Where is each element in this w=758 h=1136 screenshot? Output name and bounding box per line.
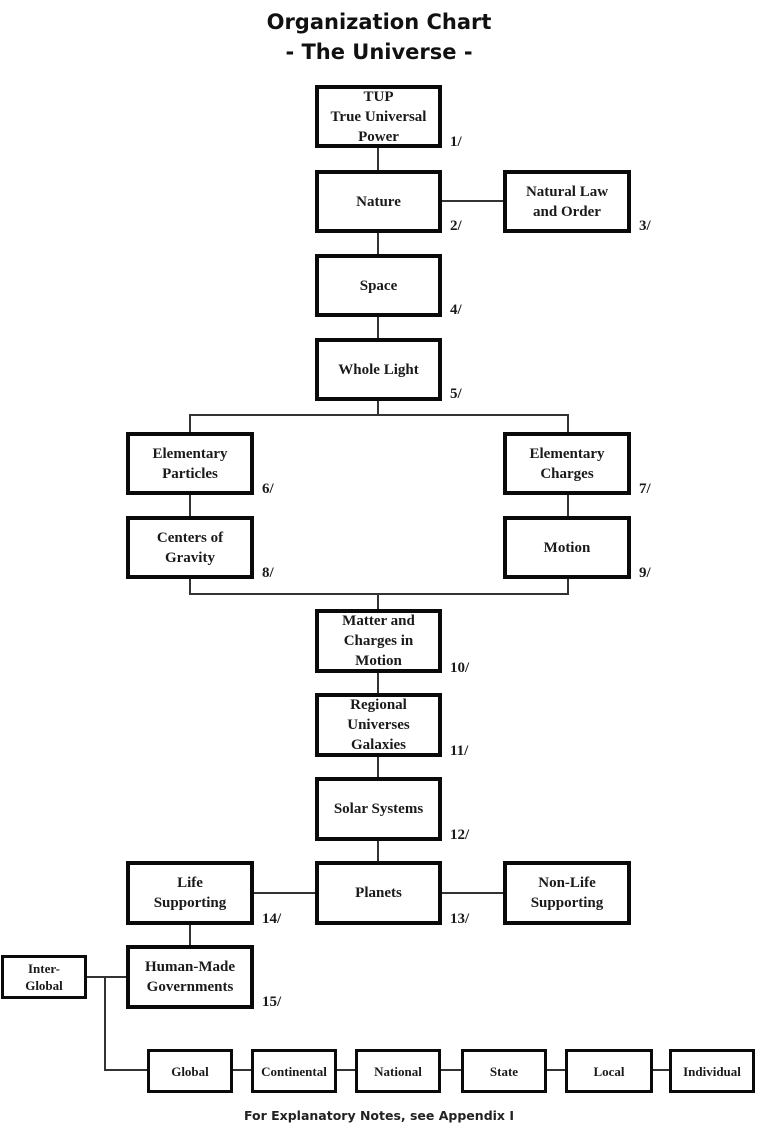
node-state: State [461,1049,547,1093]
connector-merge-down [377,593,379,609]
node-planets: Planets [315,861,442,925]
node-local: Local [565,1049,653,1093]
note-7: 7/ [639,481,651,497]
note-9: 9/ [639,565,651,581]
connector-to-global [104,1069,148,1071]
note-4: 4/ [450,302,462,318]
connector-continental-national [336,1069,356,1071]
connector-state-local [546,1069,566,1071]
node-natural-law: Natural Law and Order [503,170,631,233]
chart-title: Organization Chart [266,10,492,34]
node-human-made-governments: Human-Made Governments [126,945,254,1009]
note-6: 6/ [262,481,274,497]
connector-space-whole-light [377,316,379,339]
connector-nature-space [377,232,379,255]
note-8: 8/ [262,565,274,581]
node-global: Global [147,1049,233,1093]
note-11: 11/ [450,743,469,759]
node-centers-of-gravity: Centers of Gravity [126,516,254,579]
note-12: 12/ [450,827,470,843]
connector-tup-nature [377,147,379,171]
node-tup: TUP True Universal Power [315,85,442,148]
note-14: 14/ [262,911,282,927]
connector-interglobal-governments [86,976,127,978]
node-inter-global: Inter- Global [1,955,87,999]
connector-particles-gravity [189,494,191,517]
node-elementary-particles: Elementary Particles [126,432,254,495]
node-whole-light: Whole Light [315,338,442,401]
node-life-supporting: Life Supporting [126,861,254,925]
connector-life-planets [254,892,316,894]
node-individual: Individual [669,1049,755,1093]
connector-solar-planets [377,840,379,861]
connector-matter-regional [377,672,379,693]
connector-split-right [567,414,569,433]
note-2: 2/ [450,218,462,234]
connector-local-individual [652,1069,670,1071]
note-10: 10/ [450,660,470,676]
node-elementary-charges: Elementary Charges [503,432,631,495]
connector-charges-motion [567,494,569,517]
note-5: 5/ [450,386,462,402]
node-matter-charges-motion: Matter and Charges in Motion [315,609,442,673]
node-nature: Nature [315,170,442,233]
footer-note: For Explanatory Notes, see Appendix I [243,1108,514,1123]
node-national: National [355,1049,441,1093]
connector-global-continental [232,1069,252,1071]
connector-merge-right [567,578,569,594]
node-solar-systems: Solar Systems [315,777,442,841]
node-space: Space [315,254,442,317]
connector-whole-light-down [377,400,379,415]
connector-regional-solar [377,756,379,777]
connector-national-state [440,1069,462,1071]
note-13: 13/ [450,911,470,927]
note-1: 1/ [450,134,462,150]
chart-subtitle: - The Universe - [285,40,473,64]
note-15: 15/ [262,994,282,1010]
node-continental: Continental [251,1049,337,1093]
connector-merge-horizontal [189,593,569,595]
node-non-life-supporting: Non-Life Supporting [503,861,631,925]
note-3: 3/ [639,218,651,234]
connector-split-horizontal [189,414,569,416]
connector-nature-natural-law [441,200,504,202]
node-motion: Motion [503,516,631,579]
connector-governments-down [104,976,106,1071]
connector-split-left [189,414,191,433]
connector-planets-nonlife [441,892,504,894]
connector-merge-left [189,578,191,594]
node-regional-universes: Regional Universes Galaxies [315,693,442,757]
connector-life-governments [189,924,191,945]
